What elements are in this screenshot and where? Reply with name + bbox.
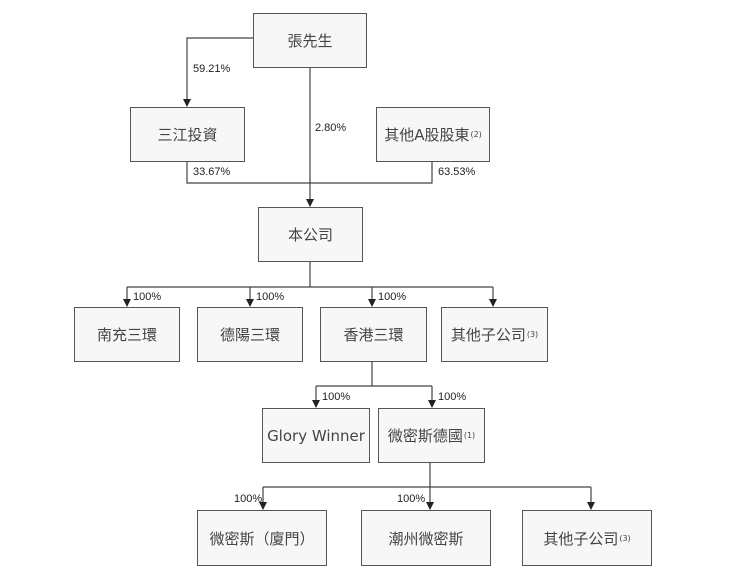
node-chaozhou: 潮州微密斯 — [361, 510, 491, 566]
node-other-a-shareholders: 其他A股股東(2) — [376, 107, 490, 162]
node-germany: 微密斯德國(1) — [378, 408, 485, 463]
node-deyang: 德陽三環 — [197, 307, 303, 362]
node-label: 本公司 — [287, 226, 333, 244]
footnote-marker: (3) — [526, 330, 539, 339]
node-label: 德陽三環 — [219, 326, 280, 344]
pct-hongkong-germany: 100% — [438, 391, 467, 403]
node-label: 其他子公司 — [450, 326, 526, 344]
pct-company-deyang: 100% — [256, 291, 285, 303]
node-label: 三江投資 — [157, 126, 218, 144]
pct-germany-chaozhou: 100% — [397, 493, 426, 505]
pct-germany-xiamen: 100% — [234, 493, 263, 505]
node-label: 微密斯（廈門） — [209, 529, 315, 548]
pct-sanjiang-company: 33.67% — [193, 166, 231, 178]
node-label: 南充三環 — [96, 326, 157, 344]
edge-hongkong-bus — [316, 362, 432, 387]
node-label: 潮州微密斯 — [388, 529, 464, 548]
footnote-marker: (2) — [470, 130, 482, 139]
node-company: 本公司 — [258, 207, 363, 262]
pct-other-a-company: 63.53% — [438, 166, 476, 178]
node-label: 微密斯德國 — [387, 427, 463, 445]
edge-shareholders-company — [186, 162, 433, 184]
node-label: 香港三環 — [343, 326, 404, 344]
footnote-marker: (1) — [463, 431, 476, 440]
node-label: Glory Winner — [267, 426, 365, 445]
node-nanchong: 南充三環 — [74, 307, 180, 362]
pct-hongkong-glory: 100% — [322, 391, 351, 403]
node-mr-zhang: 張先生 — [253, 13, 367, 68]
node-label: 張先生 — [287, 32, 333, 50]
edge-germany-bus — [263, 463, 591, 488]
node-label: 其他A股股東 — [384, 126, 470, 144]
node-other-subsidiaries-2: 其他子公司(3) — [522, 510, 652, 566]
edge-company-bus — [127, 262, 493, 288]
node-label: 其他子公司 — [543, 529, 619, 548]
node-hongkong: 香港三環 — [320, 307, 427, 362]
node-sanjiang: 三江投資 — [130, 107, 245, 162]
footnote-marker: (3) — [619, 533, 631, 543]
edge-zhang-sanjiang — [183, 37, 253, 107]
node-xiamen: 微密斯（廈門） — [197, 510, 327, 566]
node-glory-winner: Glory Winner — [262, 408, 370, 463]
pct-company-nanchong: 100% — [133, 291, 162, 303]
pct-company-hongkong: 100% — [378, 291, 407, 303]
node-other-subsidiaries-1: 其他子公司(3) — [441, 307, 548, 362]
pct-zhang-sanjiang: 59.21% — [193, 63, 231, 75]
pct-zhang-company: 2.80% — [315, 122, 347, 134]
